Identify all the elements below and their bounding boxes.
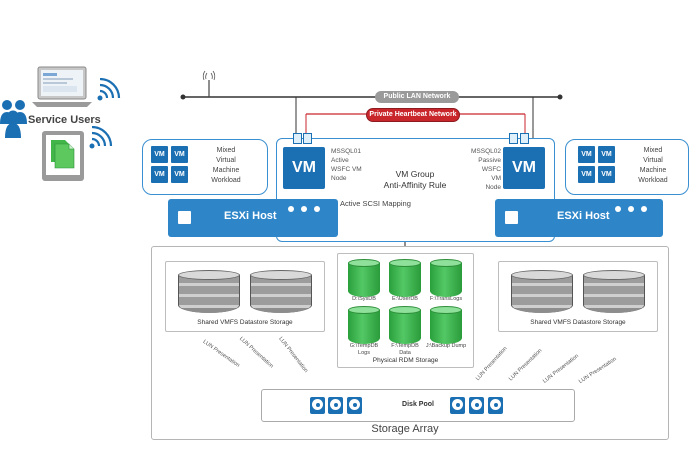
vm-node-right: VM xyxy=(503,147,545,189)
antenna-icon xyxy=(202,70,216,81)
vm-tile: VM xyxy=(171,166,188,183)
esxi-host-left: ESXi Host xyxy=(168,199,338,237)
vm-tile: VM xyxy=(171,146,188,163)
public-lan-label: Public LAN Network xyxy=(375,91,459,103)
disk-icon xyxy=(450,397,465,414)
vm-tile: VM xyxy=(578,146,595,163)
network-port xyxy=(509,133,518,144)
wifi-icon xyxy=(96,77,122,102)
network-port xyxy=(293,133,302,144)
vmfs-datastore-right: Shared VMFS Datastore Storage xyxy=(498,261,658,332)
disk-icon xyxy=(469,397,484,414)
laptop-icon xyxy=(32,65,92,109)
rdm-disk-label: J:\Backup Dump xyxy=(425,343,467,349)
private-heartbeat-label: Private Heartbeat Network xyxy=(366,108,460,122)
esxi-host-right: ESXi Host xyxy=(495,199,663,237)
disk-icon xyxy=(488,397,503,414)
vm-tile: VM xyxy=(151,146,168,163)
disk-icon xyxy=(347,397,362,414)
vmfs-caption: Shared VMFS Datastore Storage xyxy=(530,319,626,326)
vmfs-caption: Shared VMFS Datastore Storage xyxy=(197,319,293,326)
physical-rdm-storage: D:\SysDB E:\UserDB F:\TransLogs G:\TempD… xyxy=(337,253,474,368)
wifi-icon xyxy=(88,125,114,150)
esxi-host-label: ESXi Host xyxy=(224,210,277,222)
disk-icon xyxy=(310,397,325,414)
disk-pool: Disk Pool xyxy=(261,389,575,422)
disk-icon xyxy=(328,397,343,414)
esxi-host-label: ESXi Host xyxy=(557,210,610,222)
network-port xyxy=(520,133,529,144)
vm-tile: VM xyxy=(598,166,615,183)
rdm-caption: Physical RDM Storage xyxy=(372,357,439,364)
rdm-disk-label: F:\TransLogs xyxy=(429,296,463,302)
users-icon xyxy=(0,98,28,138)
rdm-disk-label: E:\UserDB xyxy=(392,296,418,302)
network-port xyxy=(303,133,312,144)
disk-pool-label: Disk Pool xyxy=(402,401,434,408)
storage-array-title: Storage Array xyxy=(371,423,439,435)
vm-node-left: VM xyxy=(283,147,325,189)
active-scsi-label: Active SCSI Mapping xyxy=(340,199,411,208)
vmfs-datastore-left: Shared VMFS Datastore Storage xyxy=(165,261,325,332)
vm-tile: VM xyxy=(578,166,595,183)
service-users-label: Service Users xyxy=(28,114,101,126)
tablet-icon xyxy=(40,130,86,182)
vm-tile: VM xyxy=(151,166,168,183)
vm-tile: VM xyxy=(598,146,615,163)
rdm-disk-label: D:\SysDB xyxy=(352,296,376,302)
